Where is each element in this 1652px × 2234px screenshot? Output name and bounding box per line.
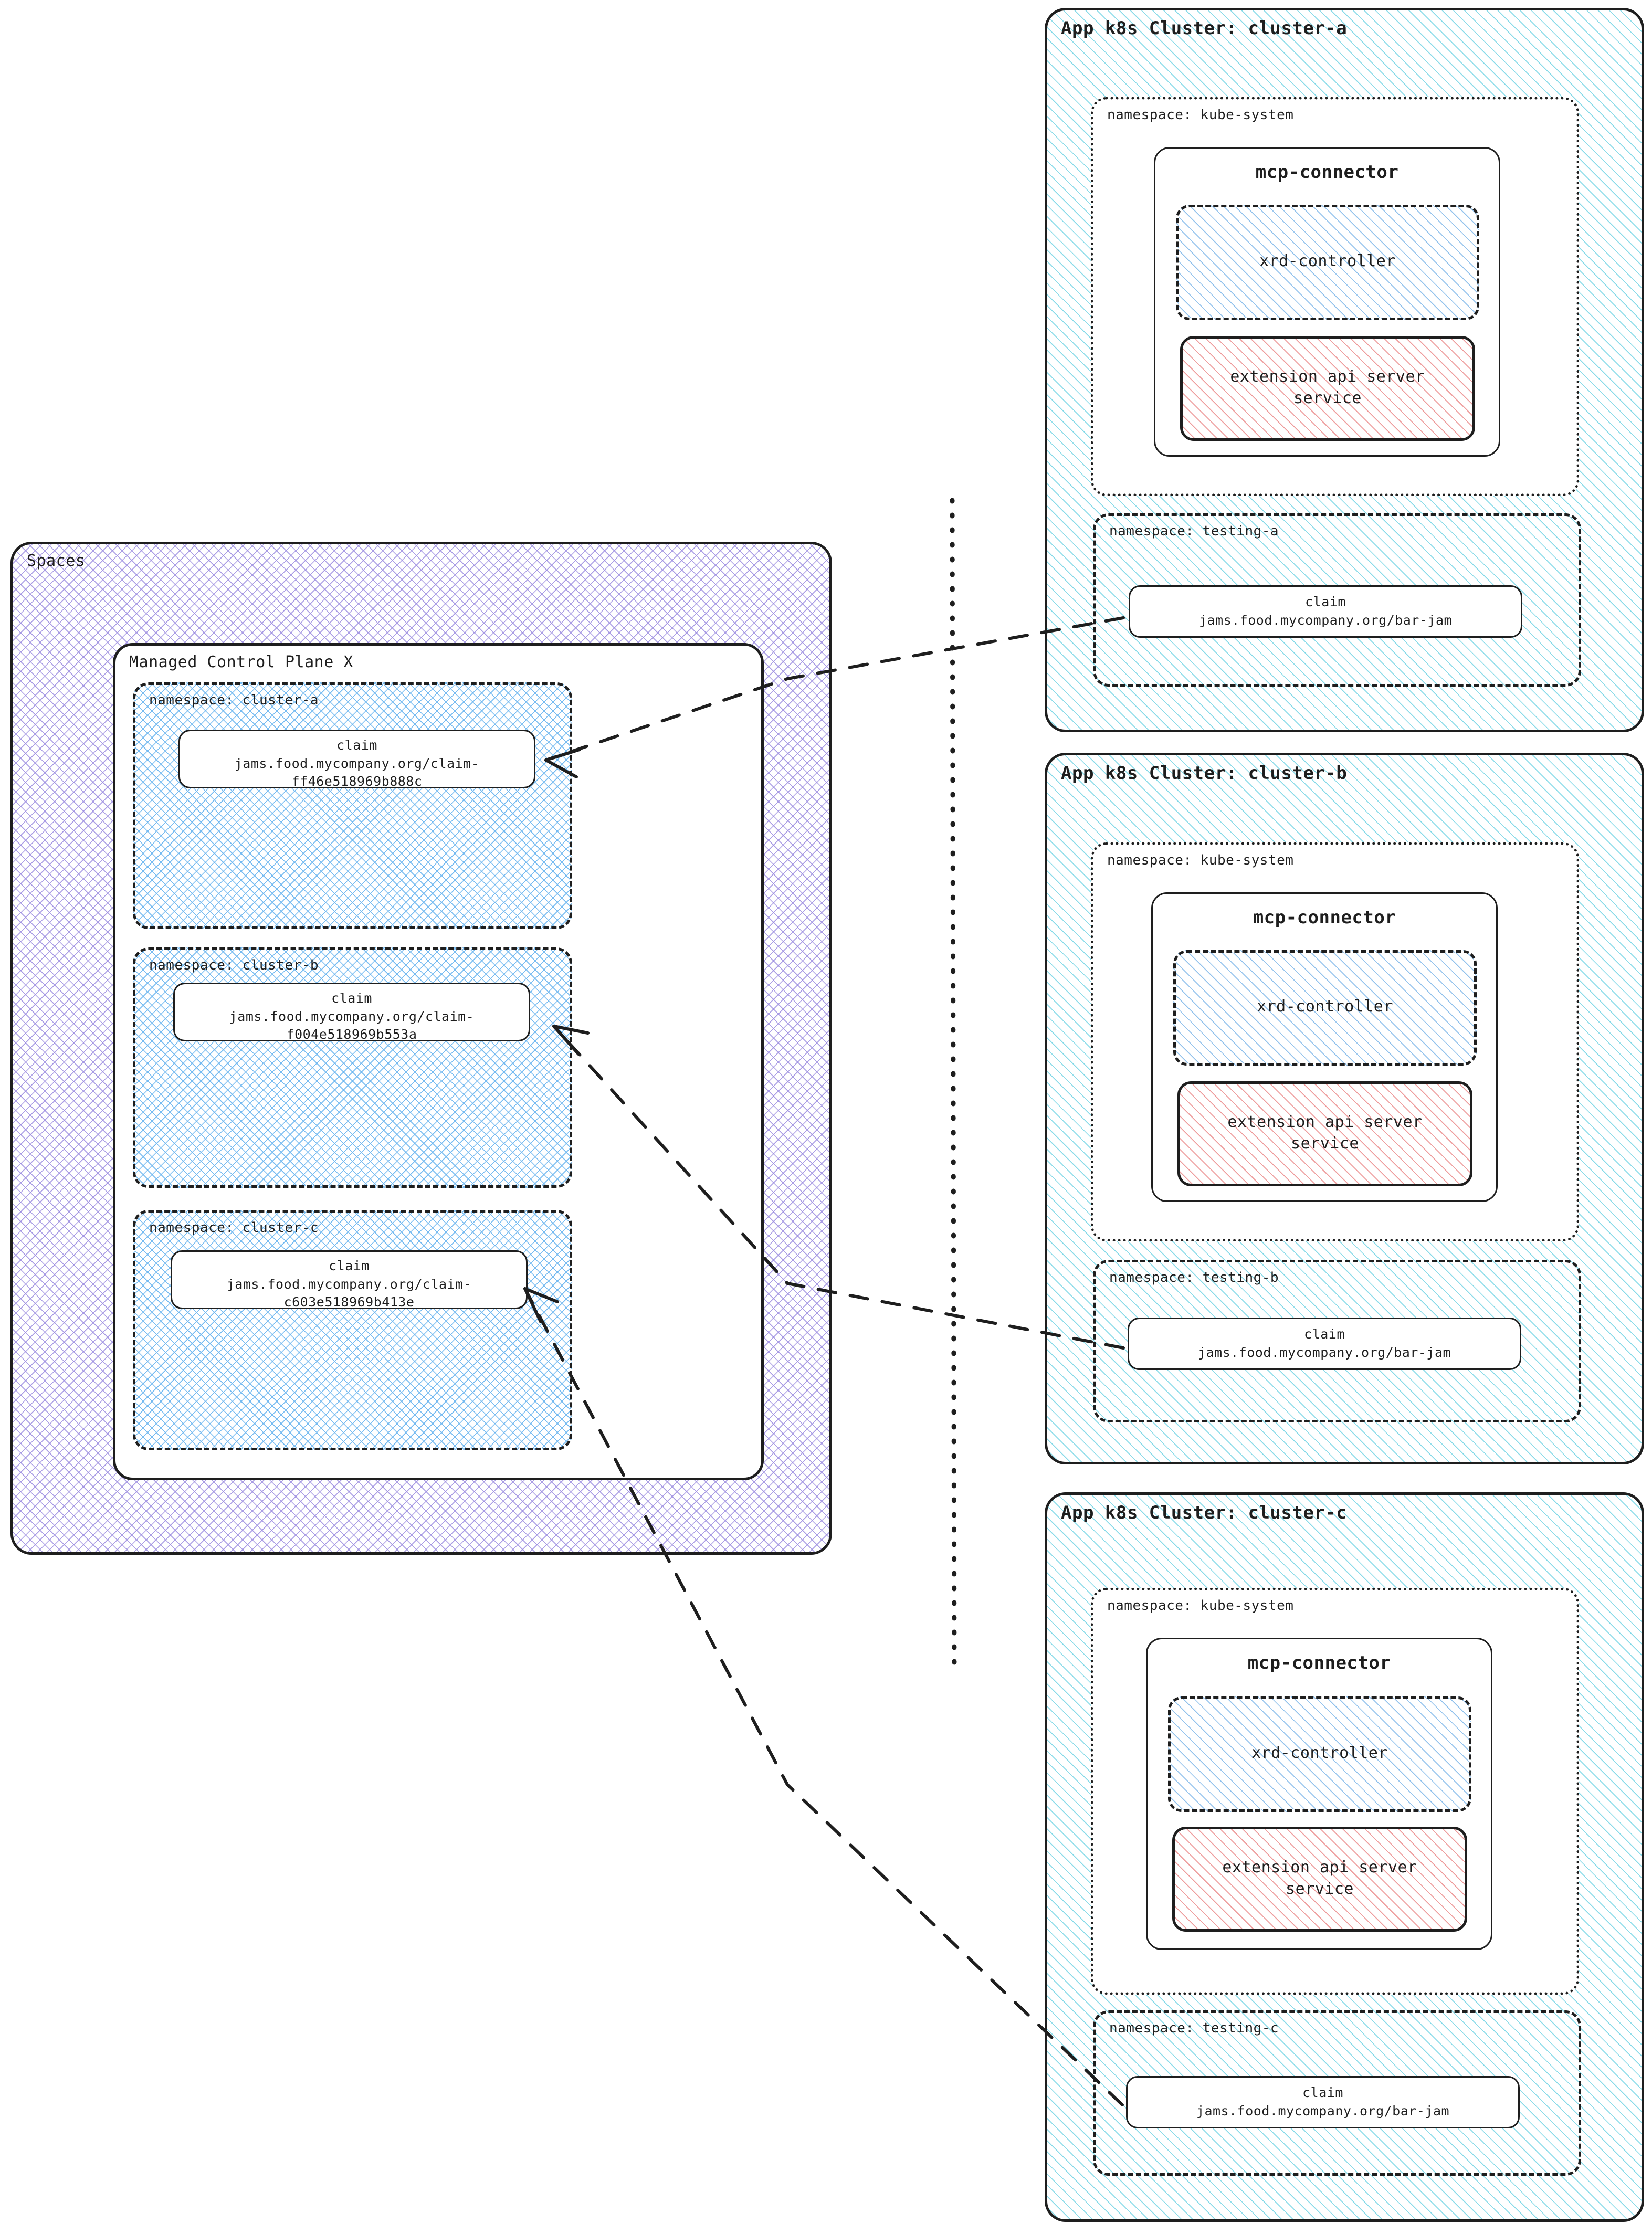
cluster-a-mcp-connector-label: mcp-connector [1255,162,1399,183]
cluster-b-eas-line1: extension api server [1227,1113,1423,1131]
cluster-c-eas-line2: service [1286,1880,1354,1899]
cluster-c-testing-claim: claim jams.food.mycompany.org/bar-jam [1126,2076,1520,2128]
mcp-claim-cluster-a-line2: jams.food.mycompany.org/claim- [234,755,480,771]
mcp-claim-cluster-b-text: claim jams.food.mycompany.org/claim-f004e… [175,989,529,1044]
mcp-claim-cluster-b: claim jams.food.mycompany.org/claim-f004e… [173,983,530,1044]
mcp-claim-cluster-a-line3: ff46e518969b888c [291,774,423,789]
mcp-claim-cluster-a-line1: claim [336,737,377,753]
cluster-b-extension-api-server-label: extension api server service [1180,1111,1470,1155]
cluster-b-testing-claim: claim jams.food.mycompany.org/bar-jam [1128,1318,1521,1370]
cluster-a-testing-namespace-label: namespace: testing-a [1109,523,1279,539]
cluster-c-testing-namespace-label: namespace: testing-c [1109,2020,1279,2036]
cluster-b-xrd-controller: xrd-controller [1173,950,1477,1066]
mcp-claim-cluster-a-text: claim jams.food.mycompany.org/claim-ff46e… [180,736,534,791]
cluster-a-kube-system-label: namespace: kube-system [1107,107,1294,123]
cluster-b-mcp-connector-label: mcp-connector [1253,907,1396,928]
cluster-b-testing-claim-line2: jams.food.mycompany.org/bar-jam [1197,1344,1451,1360]
cluster-a-testing-claim-line2: jams.food.mycompany.org/bar-jam [1198,612,1453,628]
mcp-namespace-cluster-a: namespace: cluster-a [133,682,572,929]
cluster-b-testing-claim-text: claim jams.food.mycompany.org/bar-jam [1129,1325,1520,1362]
mcp-claim-cluster-b-line3: f004e518969b553a [286,1027,417,1042]
cluster-a-eas-line1: extension api server [1230,367,1425,386]
cluster-a-title: App k8s Cluster: cluster-a [1061,18,1348,39]
mcp-claim-cluster-b-line2: jams.food.mycompany.org/claim- [229,1008,475,1024]
cluster-c-xrd-controller: xrd-controller [1168,1696,1471,1812]
cluster-a-testing-claim: claim jams.food.mycompany.org/bar-jam [1129,585,1522,638]
cluster-a-extension-api-server-label: extension api server service [1183,366,1472,409]
cluster-c-testing-claim-line2: jams.food.mycompany.org/bar-jam [1196,2103,1450,2119]
cluster-c-testing-claim-text: claim jams.food.mycompany.org/bar-jam [1128,2084,1518,2120]
mcp-claim-cluster-c-line2: jams.food.mycompany.org/claim- [226,1276,472,1292]
cluster-b-eas-line2: service [1291,1134,1359,1153]
cluster-b-kube-system-label: namespace: kube-system [1107,852,1294,868]
cluster-b-xrd-controller-label: xrd-controller [1257,997,1393,1016]
cluster-b-testing-namespace-label: namespace: testing-b [1109,1270,1279,1285]
vertical-dotted-divider [950,498,957,1674]
cluster-b-title: App k8s Cluster: cluster-b [1061,763,1348,784]
cluster-c-eas-line1: extension api server [1222,1858,1417,1877]
mcp-namespace-cluster-a-label: namespace: cluster-a [149,692,319,708]
cluster-c-xrd-controller-label: xrd-controller [1251,1744,1388,1762]
cluster-c-mcp-connector-label: mcp-connector [1247,1652,1391,1673]
cluster-c-kube-system-label: namespace: kube-system [1107,1598,1294,1614]
cluster-c-testing-claim-line1: claim [1302,2085,1343,2100]
cluster-a-xrd-controller-label: xrd-controller [1259,252,1396,270]
cluster-a-testing-claim-line1: claim [1305,594,1346,609]
mcp-claim-cluster-b-line1: claim [331,990,372,1006]
cluster-b-testing-claim-line1: claim [1304,1326,1345,1342]
cluster-a-xrd-controller: xrd-controller [1176,205,1479,320]
cluster-c-extension-api-server-label: extension api server service [1175,1857,1465,1900]
mcp-claim-cluster-c: claim jams.food.mycompany.org/claim-c603e… [171,1250,528,1312]
mcp-namespace-cluster-b-label: namespace: cluster-b [149,957,319,973]
mcp-claim-cluster-a: claim jams.food.mycompany.org/claim-ff46e… [178,730,535,791]
mcp-claim-cluster-c-text: claim jams.food.mycompany.org/claim-c603e… [172,1257,526,1312]
cluster-a-eas-line2: service [1293,389,1362,408]
cluster-a-extension-api-server: extension api server service [1180,336,1475,441]
managed-control-plane-label: Managed Control Plane X [129,653,353,671]
mcp-namespace-cluster-c: namespace: cluster-c [133,1210,572,1450]
mcp-claim-cluster-c-line1: claim [329,1258,370,1273]
cluster-c-title: App k8s Cluster: cluster-c [1061,1502,1348,1523]
mcp-namespace-cluster-c-label: namespace: cluster-c [149,1220,319,1236]
mcp-claim-cluster-c-line3: c603e518969b413e [283,1294,415,1310]
cluster-a-testing-claim-text: claim jams.food.mycompany.org/bar-jam [1130,593,1521,629]
cluster-a-testing-namespace: namespace: testing-a [1093,513,1581,687]
cluster-c-extension-api-server: extension api server service [1172,1827,1467,1932]
spaces-label: Spaces [27,552,86,570]
cluster-b-extension-api-server: extension api server service [1177,1081,1472,1186]
